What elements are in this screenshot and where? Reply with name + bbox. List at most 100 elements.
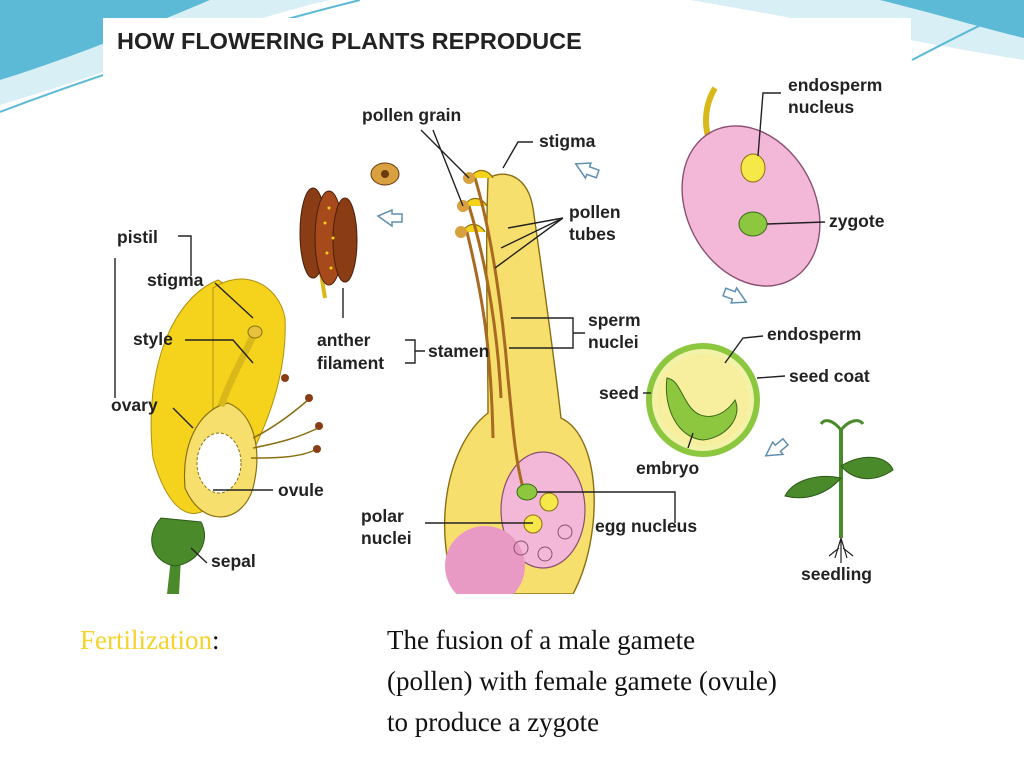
leader-stigma-left [214,282,254,319]
zygote-cell [738,211,768,237]
anther-pollen-dots [323,206,335,270]
ovule-outer-coat [681,125,821,287]
term-definition: The fusion of a male gamete (pollen) wit… [387,620,947,743]
leader-sepal [190,547,208,564]
endosperm-nucleus-cell [740,153,766,183]
flower-anther-1 [305,394,313,402]
label-sperm-nuclei-line2: nuclei [588,332,639,352]
sepal-leaf [151,517,206,567]
label-stamen: stamen [428,341,489,361]
label-seedling: seedling [801,564,872,584]
diagram-title: HOW FLOWERING PLANTS REPRODUCE [117,28,582,54]
pollen-tube-2 [467,205,503,399]
seedling-illustration [784,419,894,563]
seedling-leaf-left [784,475,842,499]
leader-egg-nucleus [537,491,676,523]
flower-anther-2 [315,422,323,430]
term-colon: : [211,625,220,655]
definition-line-1: The fusion of a male gamete [387,625,696,655]
antipodal-cell-1 [513,540,529,556]
label-zygote: zygote [829,211,885,231]
flower-stamens [250,399,319,459]
leader-pistil-bracket [114,235,192,398]
pollen-tube-1 [473,177,525,489]
leader-sperm-nuclei [509,317,585,349]
label-pistil: pistil [117,227,158,247]
definition-line-3: to produce a zygote [387,707,600,737]
label-anther: anther [317,330,371,350]
label-embryo: embryo [636,458,699,478]
leader-seed-coat [756,375,786,379]
antipodal-cell-3 [557,524,573,540]
label-stigma-left: stigma [147,270,204,290]
diagram-canvas: HOW FLOWERING PLANTS REPRODUCE [111,28,894,594]
leader-style [185,339,254,364]
pollen-grain-on-stigma-3 [455,226,467,238]
label-pollen-tubes-line2: tubes [569,224,616,244]
process-arrows [376,162,790,457]
seedling-top-leaves [819,419,865,431]
label-polar-nuclei-line1: polar [361,506,404,526]
definition-caption: Fertilization: The fusion of a male game… [80,620,980,750]
polar-nucleus-2 [523,514,543,534]
label-ovule: ovule [278,480,324,500]
leader-pollen-tubes [494,217,564,269]
label-sepal: sepal [211,551,256,571]
label-style: style [133,329,173,349]
label-filament: filament [317,353,384,373]
label-stigma-top: stigma [539,131,596,151]
flower-anther-3 [313,445,321,453]
label-sperm-nuclei-line1: sperm [588,310,641,330]
antipodal-cell-2 [537,546,553,562]
leader-endosperm [724,335,764,364]
leader-embryo [687,432,694,449]
style-column [217,334,257,408]
label-pollen-grain: pollen grain [362,105,461,125]
polar-nucleus-1 [539,492,559,512]
flower-stem [167,558,181,594]
definition-line-2: (pollen) with female gamete (ovule) [387,666,777,696]
anther-lobe-3 [332,197,358,283]
seed-embryo-shape [665,377,738,441]
leader-stamen-bracket [405,339,425,364]
pollen-grain-illustration [370,162,400,186]
label-ovary: ovary [111,395,158,415]
flower-illustration [150,278,323,594]
egg-cell [516,483,538,501]
seed-illustration [646,343,760,457]
seedling-leaf-right [840,456,894,480]
term-heading: Fertilization: [80,620,219,661]
seedling-roots [828,537,854,563]
label-endosperm-nucleus-line1: endosperm [788,75,882,95]
label-pollen-tubes-line1: pollen [569,202,621,222]
leader-pollen-grain [420,129,470,207]
arrow-icon [574,162,600,180]
term-word: Fertilization [80,625,212,655]
label-seed-coat: seed coat [789,366,870,386]
zygote-ovule-illustration [681,86,821,287]
flower-stigma-tip [247,325,263,339]
flower-reproduction-diagram: HOW FLOWERING PLANTS REPRODUCE [103,18,911,594]
leader-endosperm-nucleus [757,92,781,157]
arrow-icon [722,286,748,304]
label-endosperm: endosperm [767,324,861,344]
wave-band-top-right-dark [880,0,1024,38]
arrow-icon [376,208,403,228]
wave-line-top-right [911,4,1024,61]
arrow-icon [764,437,790,457]
pollen-tube-3 [465,231,495,439]
diagram-labels: pollen grain stigma pollen tubes sperm n… [111,75,885,584]
leader-lines [114,92,826,564]
label-polar-nuclei-line2: nuclei [361,528,412,548]
ovule-cluster [196,432,242,494]
label-egg-nucleus: egg nucleus [595,516,697,536]
leader-zygote [766,221,826,225]
label-seed: seed [599,383,639,403]
leader-stigma-top [502,141,533,169]
label-endosperm-nucleus-line2: nucleus [788,97,854,117]
anther-illustration [299,187,358,299]
leader-ovary [172,407,194,429]
pollen-grain-nucleus [381,170,389,178]
pistil-pink-ovule [445,526,525,594]
pistil-illustration [443,169,595,594]
